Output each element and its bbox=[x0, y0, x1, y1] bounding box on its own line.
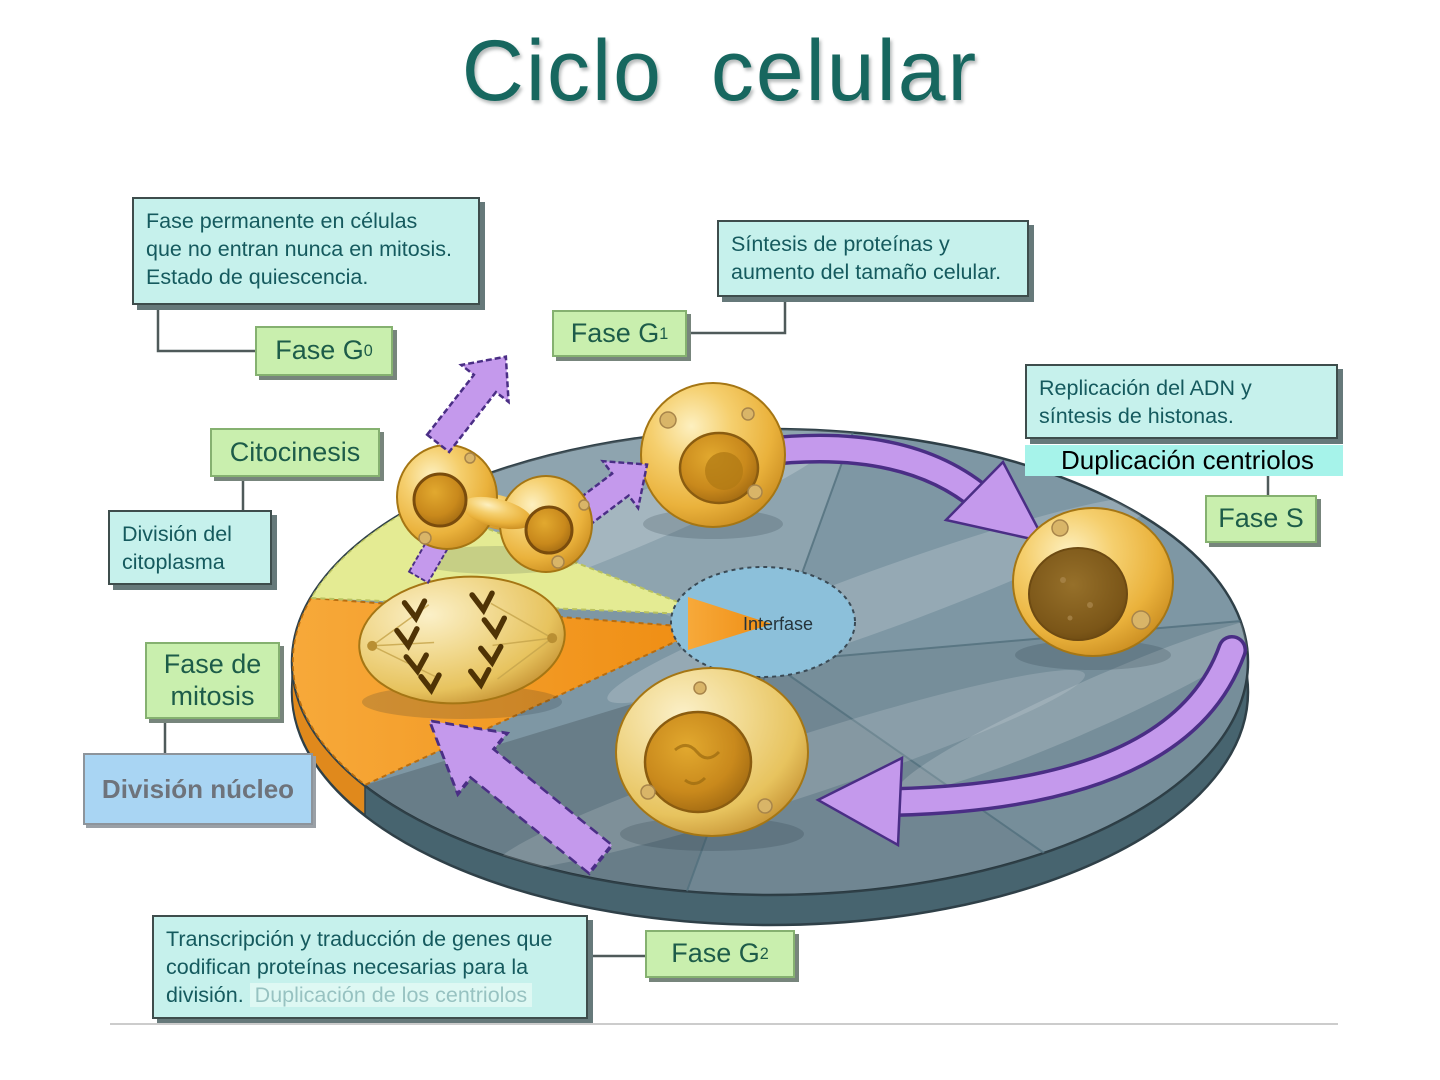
transcripcion-faded-remnant: Duplicación de los centriolos bbox=[249, 982, 533, 1007]
transcripcion-line2: codifican proteínas necesarias para la bbox=[166, 954, 529, 979]
highlight-duplicacion-centriolos: Duplicación centriolos bbox=[1025, 445, 1343, 476]
callout-division-citoplasma: División del citoplasma bbox=[108, 510, 272, 585]
callout-quiescencia: Fase permanente en células que no entran… bbox=[132, 197, 480, 305]
callout-replicacion: Replicación del ADN y síntesis de histon… bbox=[1025, 364, 1338, 439]
cell-dividing bbox=[396, 444, 593, 573]
division-citoplasma-line1: División del bbox=[122, 522, 232, 546]
arrow-g2-to-m bbox=[427, 718, 615, 876]
label-fase-s: Fase S bbox=[1205, 495, 1317, 543]
arrow-s-to-g2 bbox=[815, 635, 1247, 848]
fase-g0-text: Fase G bbox=[275, 335, 364, 366]
callout-quiescencia-line1: Fase permanente en células bbox=[146, 209, 418, 233]
transcripcion-line3-start: división. bbox=[166, 982, 244, 1007]
interfase-label-area: Interfase bbox=[670, 566, 856, 678]
fase-s-text: Fase S bbox=[1218, 503, 1304, 534]
connector-lines bbox=[156, 297, 1270, 958]
cell-s bbox=[1012, 507, 1174, 657]
interfase-label: Interfase bbox=[743, 614, 813, 634]
cell-g2 bbox=[615, 667, 809, 837]
citocinesis-text: Citocinesis bbox=[229, 436, 361, 467]
replicacion-line1: Replicación del ADN y bbox=[1039, 376, 1252, 400]
fase-g2-text: Fase G bbox=[671, 938, 760, 969]
arrow-to-g0 bbox=[425, 355, 510, 454]
cell-g1 bbox=[640, 382, 786, 528]
fase-mitosis-line1: Fase de bbox=[163, 649, 262, 680]
replicacion-line2: síntesis de histonas. bbox=[1039, 403, 1234, 428]
division-nucleo-text: División núcleo bbox=[101, 773, 295, 804]
callout-quiescencia-line2: que no entran nunca en mitosis. bbox=[146, 236, 452, 261]
division-citoplasma-line2: citoplasma bbox=[122, 549, 225, 574]
transcripcion-line3: división. Duplicación de los centriolos bbox=[166, 982, 574, 1010]
callout-transcripcion: Transcripción y traducción de genes que … bbox=[152, 915, 588, 1019]
sintesis-line2: aumento del tamaño celular. bbox=[731, 259, 1002, 284]
bottom-separator bbox=[110, 1023, 1338, 1025]
fase-mitosis-line2: mitosis bbox=[170, 680, 255, 711]
label-citocinesis: Citocinesis bbox=[210, 428, 380, 477]
page-title: Ciclo celular bbox=[461, 23, 979, 119]
cell-mitosis bbox=[358, 575, 566, 705]
label-division-nucleo: División núcleo bbox=[83, 753, 313, 825]
callout-sintesis: Síntesis de proteínas y aumento del tama… bbox=[717, 220, 1029, 297]
duplicacion-centriolos-text: Duplicación centriolos bbox=[1061, 445, 1314, 475]
transcripcion-line1: Transcripción y traducción de genes que bbox=[166, 927, 553, 951]
fase-g1-text: Fase G bbox=[570, 317, 660, 348]
callout-quiescencia-line3: Estado de quiescencia. bbox=[146, 264, 369, 289]
sintesis-line1: Síntesis de proteínas y bbox=[731, 232, 950, 256]
